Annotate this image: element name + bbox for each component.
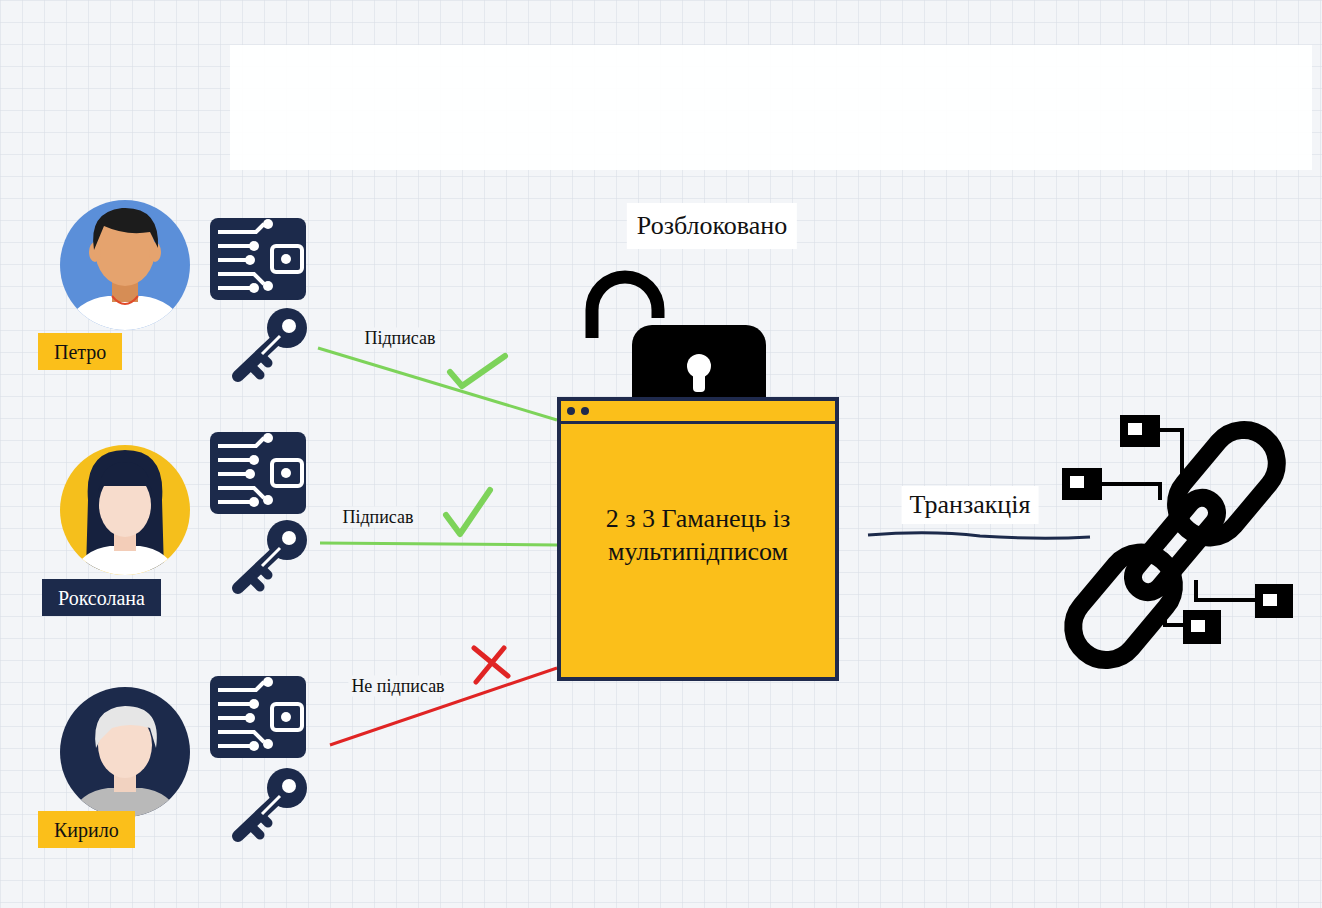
key-icon (238, 308, 307, 376)
transaction-label: Транзакція (902, 486, 1039, 524)
wallet-title: 2 з 3 Гаманець із мультипідписом (588, 503, 808, 568)
signature-line (318, 348, 557, 420)
window-bar (561, 401, 835, 424)
wallet-body: 2 з 3 Гаманець із мультипідписом (561, 424, 835, 677)
multisig-wallet-box: 2 з 3 Гаманець із мультипідписом (557, 397, 839, 681)
key-icon (238, 520, 307, 588)
status-label: Розблоковано (627, 203, 797, 249)
hardware-wallet (210, 432, 306, 514)
check-mark (450, 356, 505, 386)
window-dot (567, 407, 575, 415)
transaction-line (868, 533, 1090, 539)
blank-band (230, 45, 1312, 170)
edge-label: Підписав (361, 328, 438, 349)
window-dot (581, 407, 589, 415)
avatar (60, 687, 190, 830)
avatar (60, 445, 190, 590)
name-tag: Кирило (38, 811, 135, 848)
blockchain-icon (1060, 415, 1293, 673)
signature-line (320, 543, 557, 545)
name-tag: Петро (38, 333, 122, 370)
signer-group: Петро (38, 190, 318, 370)
cross-mark (474, 648, 508, 682)
check-mark (446, 490, 490, 534)
avatar (60, 200, 190, 340)
hardware-wallet (210, 218, 306, 300)
name-tag: Роксолана (42, 579, 161, 616)
signer-group: Кирило (38, 680, 330, 848)
signer-group: Роксолана (38, 430, 320, 616)
edge-label: Підписав (339, 507, 416, 528)
edge-label: Не підписав (348, 676, 447, 697)
hardware-wallet (210, 676, 306, 758)
key-icon (238, 768, 307, 836)
signature-line (330, 668, 557, 745)
